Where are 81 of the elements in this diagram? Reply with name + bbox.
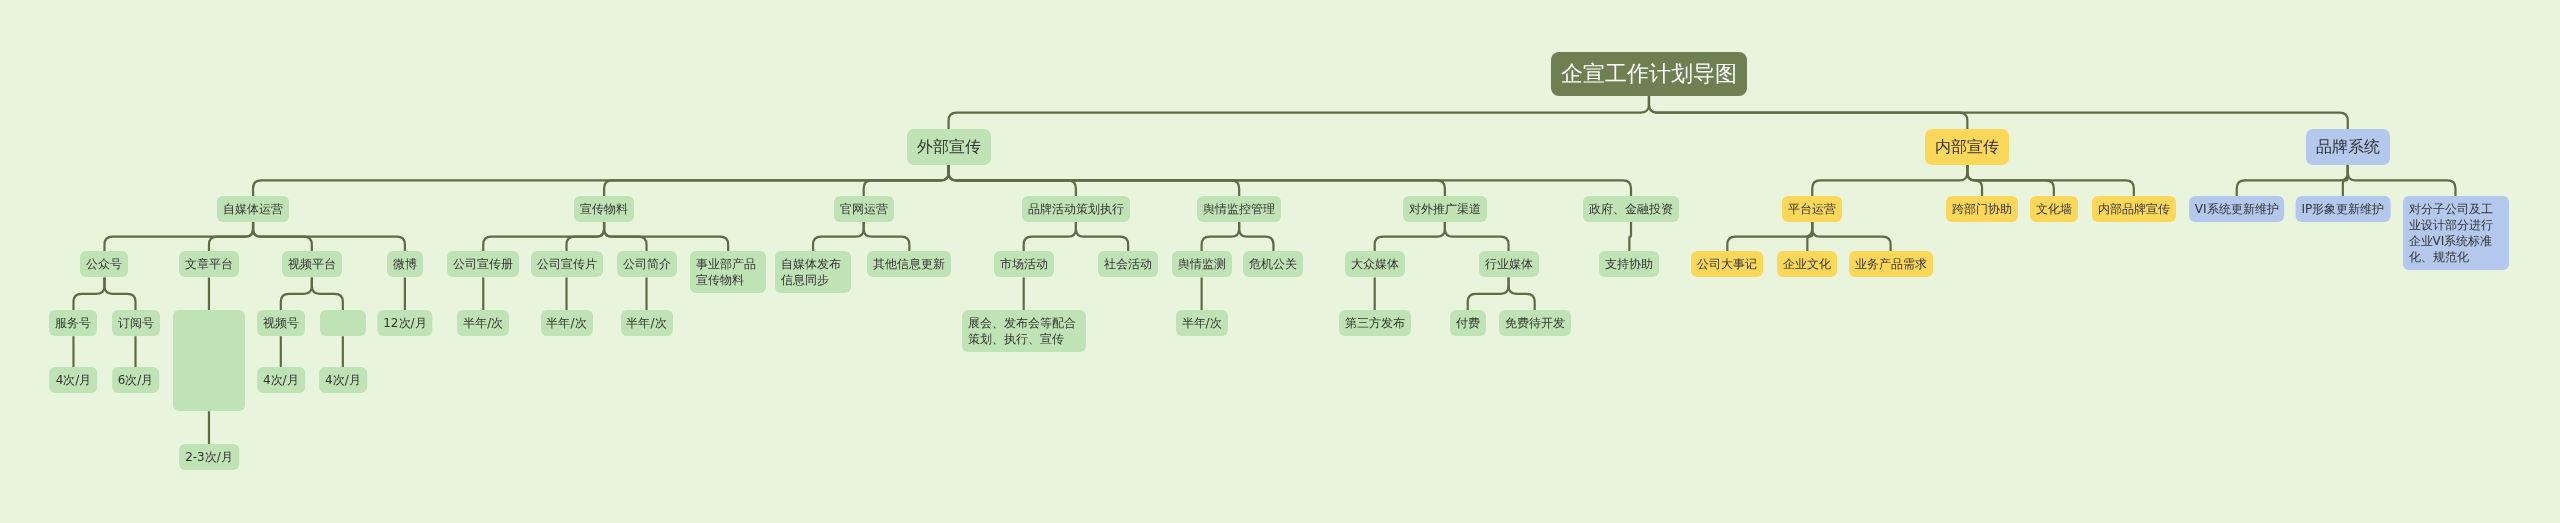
topic-box: 内部宣传 (1925, 128, 2010, 165)
topic-box (319, 310, 366, 337)
topic-box: 市场活动 (993, 251, 1054, 278)
topic-box: 6次/月 (111, 367, 160, 394)
topic-box: 视频平台 (281, 251, 342, 278)
connector-line (1628, 221, 1633, 252)
connector-line (1022, 277, 1025, 311)
topic-box: 公司宣传片 (530, 251, 603, 278)
topic-box: 舆情监测 (1171, 251, 1232, 278)
topic-box: 其他信息更新 (867, 251, 952, 278)
connector-line (482, 277, 485, 311)
topic-box: VI系统更新维护 (2188, 195, 2285, 222)
topic-box: 支持协助 (1599, 251, 1660, 278)
connector-line (207, 411, 211, 445)
topic-box: 订阅号 (111, 310, 160, 337)
root-topic-box: 企宣工作计划导图 (1550, 52, 1747, 97)
connector-line (645, 277, 648, 311)
topic-box: 服务号 (49, 310, 98, 337)
topic-box: 政府、金融投资 (1583, 195, 1679, 222)
topic-box: 免费待开发 (1498, 310, 1571, 337)
topic-box: 文化墙 (2029, 195, 2078, 222)
topic-box: 跨部门协助 (1946, 195, 2019, 222)
connector-line (72, 336, 75, 368)
topic-box: 内部品牌宣传 (2091, 195, 2176, 222)
topic-box: 12次/月 (377, 310, 433, 337)
topic-box: 半年/次 (1175, 310, 1228, 337)
topic-box: 4次/月 (319, 367, 367, 394)
topic-box: 公众号 (80, 251, 129, 278)
topic-box: 事业部产品宣传物料 (690, 251, 767, 294)
connector-line (207, 277, 211, 311)
topic-box: 自媒体发布信息同步 (775, 251, 852, 294)
topic-box: 视频号 (256, 310, 305, 337)
topic-box: 行业媒体 (1478, 251, 1539, 278)
connector-line (1200, 277, 1203, 311)
connector-line (279, 336, 282, 368)
topic-box: 社会活动 (1098, 251, 1159, 278)
topic-box: 第三方发布 (1338, 310, 1411, 337)
topic-box: 危机公关 (1243, 251, 1304, 278)
topic-box: 对外推广渠道 (1402, 195, 1487, 222)
topic-box: 对分子公司及工业设计部分进行企业VI系统标准化、规范化 (2402, 195, 2509, 270)
topic-box: 4次/月 (49, 367, 98, 394)
connector-line (1238, 221, 1275, 252)
topic-box: 半年/次 (620, 310, 673, 337)
topic-box: IP形象更新维护 (2295, 195, 2391, 222)
connector-line (1647, 96, 2349, 129)
connector-line (403, 277, 406, 311)
connector-line (134, 336, 137, 368)
connector-line (862, 221, 911, 252)
topic-box (172, 310, 245, 412)
connector-line (1443, 221, 1510, 252)
topic-box: 公司宣传册 (447, 251, 520, 278)
connector-line (341, 336, 344, 368)
topic-box: 公司简介 (616, 251, 677, 278)
connector-line (103, 277, 137, 311)
topic-box: 官网运营 (833, 195, 894, 222)
topic-box: 2-3次/月 (179, 444, 239, 471)
topic-box: 公司大事记 (1691, 251, 1764, 278)
topic-box: 品牌活动策划执行 (1021, 195, 1130, 222)
topic-box: 品牌系统 (2305, 128, 2390, 165)
topic-box: 4次/月 (256, 367, 305, 394)
connector-line (1507, 277, 1536, 311)
topic-box: 半年/次 (540, 310, 593, 337)
topic-box: 半年/次 (457, 310, 510, 337)
connector-line (565, 277, 568, 311)
topic-box: 文章平台 (178, 251, 239, 278)
topic-box: 展会、发布会等配合策划、执行、宣传 (961, 310, 1086, 353)
topic-box: 微博 (386, 251, 423, 278)
topic-box: 企业文化 (1777, 251, 1838, 278)
connector-line (2346, 164, 2457, 196)
topic-box: 自媒体运营 (217, 195, 290, 222)
connector-line (1074, 221, 1130, 252)
connector-line (310, 277, 344, 311)
connector-line (251, 221, 406, 252)
connector-line (1373, 277, 1376, 311)
topic-box: 平台运营 (1782, 195, 1843, 222)
topic-box: 外部宣传 (906, 128, 991, 165)
topic-box: 业务产品需求 (1848, 251, 1933, 278)
topic-box: 舆情监控管理 (1197, 195, 1282, 222)
topic-box: 大众媒体 (1344, 251, 1405, 278)
topic-box: 宣传物料 (574, 195, 635, 222)
topic-box: 付费 (1449, 310, 1486, 337)
